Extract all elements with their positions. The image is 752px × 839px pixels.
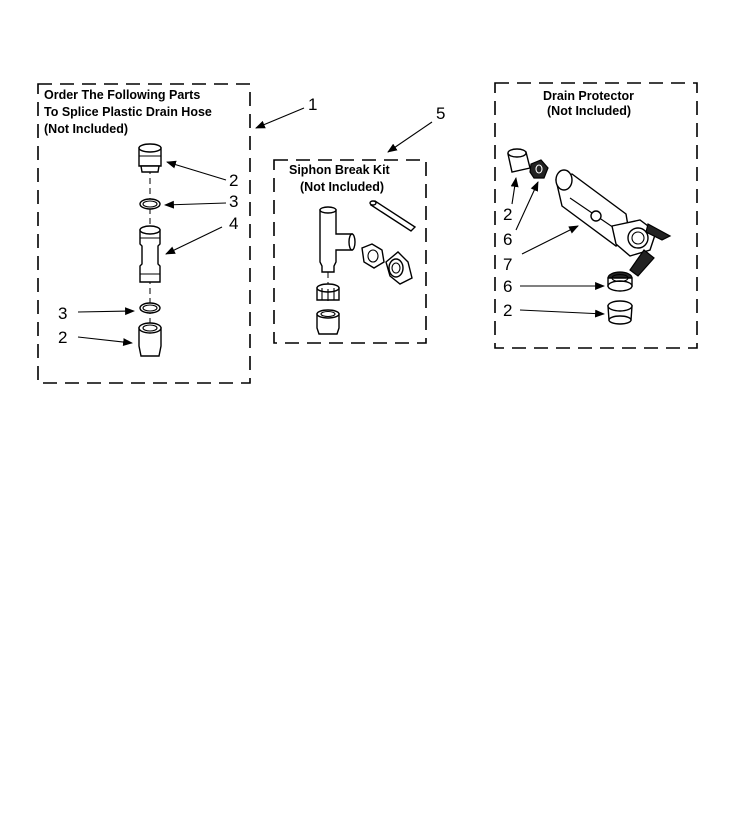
callout-drain-nut: 6 [503, 277, 512, 296]
drain-protector-body [555, 169, 672, 277]
drain-box-title-line-1: Drain Protector [543, 89, 634, 103]
callout-drain-top-nut: 6 [503, 230, 512, 249]
callout-drain-bottom-fitting: 2 [503, 301, 512, 320]
splice-box-title-line-2: To Splice Plastic Drain Hose [44, 105, 212, 119]
siphon-kit-leader [387, 121, 433, 153]
drain-box-border [494, 82, 698, 349]
callout-splice-connector: 4 [229, 214, 238, 233]
callout-drain-top-fitting: 2 [503, 205, 512, 224]
siphon-hose-tube [369, 200, 417, 232]
splice-kit-leader [255, 107, 305, 129]
splice-parts-box: Order The Following Parts To Splice Plas… [37, 83, 317, 384]
splice-box-title-line-1: Order The Following Parts [44, 88, 200, 102]
siphon-lower-nut [316, 283, 340, 301]
callout-siphon-kit: 5 [436, 104, 445, 123]
splice-top-clamp-leader [164, 200, 227, 209]
callout-splice-top-clamp: 3 [229, 192, 238, 211]
siphon-tee-pipe [319, 206, 356, 290]
splice-box-title-line-3: (Not Included) [44, 122, 128, 136]
siphon-box-title-line-1: Siphon Break Kit [289, 163, 391, 177]
siphon-break-kit-box: Siphon Break Kit (Not Included) [273, 104, 445, 344]
drain-bottom-fitting [607, 300, 633, 325]
callout-splice-bottom-clamp: 3 [58, 304, 67, 323]
drain-top-fitting [507, 148, 531, 173]
drain-protector-leader [521, 225, 579, 255]
siphon-nut [361, 243, 385, 269]
splice-box-border [37, 83, 251, 384]
siphon-lower-cap [316, 309, 340, 335]
splice-bottom-fitting [138, 322, 162, 357]
drain-bottom-fitting-leader [519, 309, 605, 318]
splice-connector [139, 225, 161, 283]
callout-splice-top-fitting: 2 [229, 171, 238, 190]
drain-nut [607, 271, 633, 292]
drain-top-nut [529, 159, 549, 179]
splice-bottom-clamp-leader [77, 307, 135, 316]
drain-protector-box: Drain Protector (Not Included) [494, 82, 698, 349]
callout-splice-kit: 1 [308, 95, 317, 114]
siphon-box-title-line-2: (Not Included) [300, 180, 384, 194]
splice-top-fitting-leader [166, 160, 227, 181]
callout-splice-bottom-fitting: 2 [58, 328, 67, 347]
siphon-box-border [273, 159, 427, 344]
splice-top-clamp [139, 198, 161, 210]
splice-top-fitting [138, 143, 162, 173]
splice-bottom-fitting-leader [77, 336, 133, 346]
drain-box-title-line-2: (Not Included) [547, 104, 631, 118]
drain-top-nut-leader [515, 181, 539, 231]
splice-connector-leader [165, 226, 223, 255]
siphon-adapter [385, 251, 413, 285]
drain-top-fitting-leader [510, 177, 519, 205]
splice-bottom-clamp [139, 302, 161, 314]
callout-drain-protector: 7 [503, 255, 512, 274]
